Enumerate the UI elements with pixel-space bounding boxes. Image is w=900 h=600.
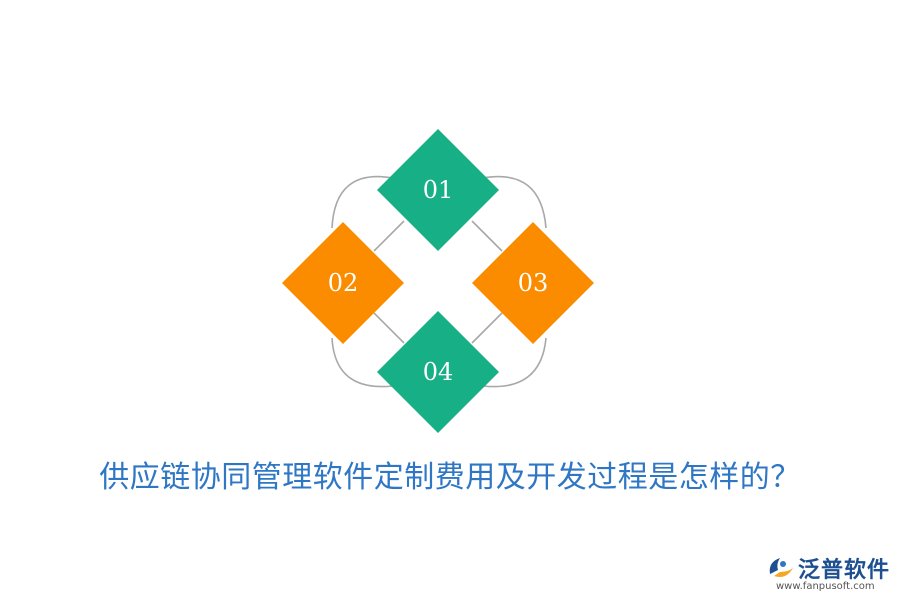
diamond-02-shape [282, 222, 404, 344]
connector-inner-tr [471, 220, 503, 252]
diamond-03-label: 03 [518, 269, 549, 297]
connector-bottom-right [482, 337, 547, 388]
connector-inner-br [471, 312, 503, 344]
brand-name: 泛普软件 [798, 558, 891, 583]
connector-bottom-left [331, 337, 394, 388]
diamond-01-shape [377, 129, 499, 251]
diamond-02: 02 [282, 222, 404, 344]
diamond-04-shape [377, 311, 499, 433]
diamond-03-shape [472, 222, 594, 344]
diamond-02-label: 02 [328, 269, 359, 297]
brand-logo[interactable]: 泛普软件 www.fanpusoft.com [766, 548, 896, 596]
page-title: 供应链协同管理软件定制费用及开发过程是怎样的？ [99, 460, 801, 495]
diamond-04-label: 04 [423, 358, 454, 386]
connector-lines [331, 175, 547, 388]
diamond-01-label: 01 [423, 176, 454, 204]
diamond-04: 04 [377, 311, 499, 433]
diamond-01: 01 [377, 129, 499, 251]
diamond-03: 03 [472, 222, 594, 344]
connector-inner-bl [373, 312, 405, 344]
connector-top-left [331, 175, 394, 229]
connector-inner-tl [373, 220, 405, 252]
brand-url: www.fanpusoft.com [776, 581, 875, 592]
connector-top-right [482, 175, 547, 229]
brand-mark-icon [769, 558, 793, 577]
